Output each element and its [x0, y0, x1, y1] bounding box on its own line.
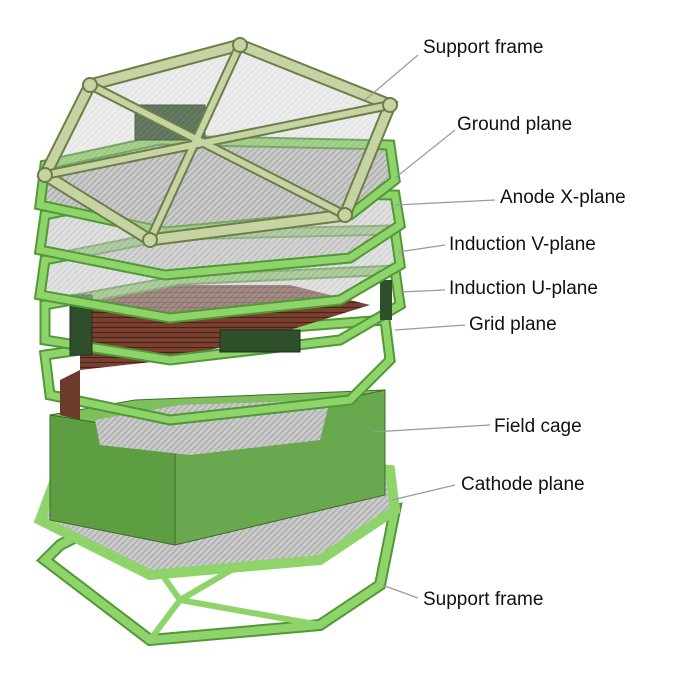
leader-support-frame-top	[364, 54, 419, 101]
label-field-cage: Field cage	[494, 416, 582, 437]
label-ground-plane: Ground plane	[457, 114, 573, 135]
support-frame-top	[36, 37, 399, 248]
label-support-frame-bottom: Support frame	[423, 589, 544, 610]
leader-lines	[364, 54, 496, 599]
label-grid-plane: Grid plane	[469, 314, 557, 335]
label-support-frame-top: Support frame	[423, 37, 544, 58]
label-anode-x-plane: Anode X-plane	[500, 187, 626, 208]
leader-support-frame-bottom	[381, 584, 419, 599]
label-induction-v-plane: Induction V-plane	[449, 234, 596, 255]
leader-anode-x-plane	[394, 199, 496, 206]
leader-cathode-plane	[391, 484, 456, 501]
leader-grid-plane	[394, 324, 466, 331]
leader-induction-v-plane	[397, 244, 446, 253]
leader-induction-u-plane	[399, 289, 446, 293]
label-cathode-plane: Cathode plane	[461, 474, 585, 495]
leader-ground-plane	[394, 129, 456, 179]
label-induction-u-plane: Induction U-plane	[449, 278, 598, 299]
leader-field-cage	[371, 424, 491, 433]
